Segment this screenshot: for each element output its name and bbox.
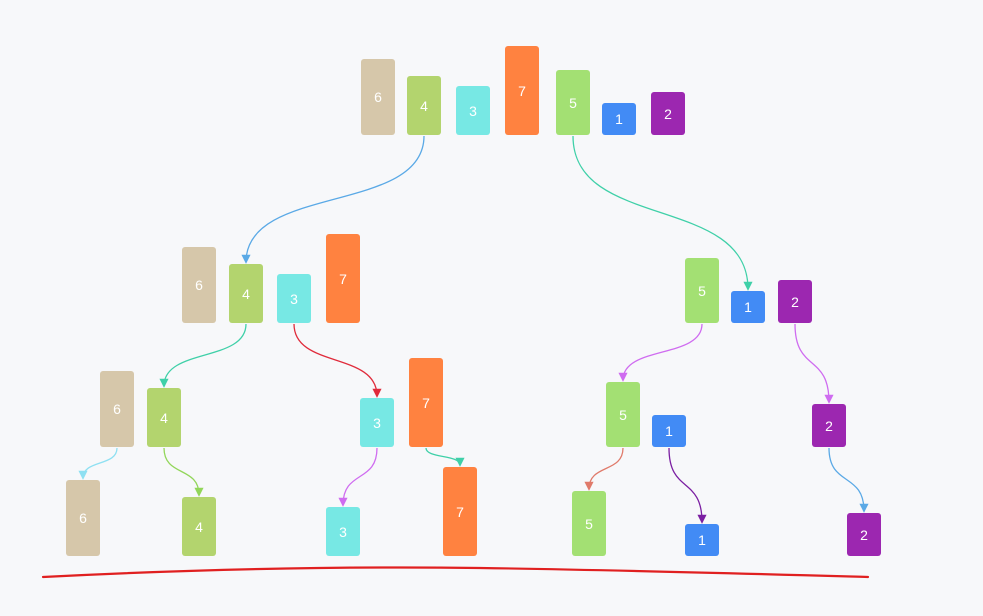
arrow-5-to-5-level-3 <box>584 447 624 491</box>
bar-value-5-level-3: 5 <box>572 491 606 556</box>
bar-value-3-level-3: 3 <box>326 507 360 556</box>
bar-value-6-level-0: 6 <box>361 59 395 135</box>
arrow-1-to-1-level-3 <box>668 447 707 524</box>
arrow-4-to-4-level-3 <box>163 447 204 497</box>
bar-value-7-level-2: 7 <box>409 358 443 447</box>
bar-value-7-level-0: 7 <box>505 46 539 135</box>
arrow-4-to-4-level-2 <box>159 323 247 388</box>
red-underline <box>41 566 870 579</box>
bar-value-2-level-3: 2 <box>847 513 881 556</box>
bar-value-3-level-0: 3 <box>456 86 490 135</box>
bar-value-1-level-3: 1 <box>685 524 719 556</box>
bar-value-7-level-3: 7 <box>443 467 477 556</box>
bar-value-1-level-2: 1 <box>652 415 686 447</box>
bar-value-1-level-1: 1 <box>731 291 765 323</box>
arrow-5-to-1-level-1 <box>572 135 753 291</box>
bar-value-4-level-0: 4 <box>407 76 441 135</box>
bar-value-2-level-1: 2 <box>778 280 812 323</box>
arrow-3-to-3-level-2 <box>293 323 382 398</box>
bar-value-3-level-1: 3 <box>277 274 311 323</box>
bar-value-4-level-1: 4 <box>229 264 263 323</box>
arrow-2-to-2-level-2 <box>794 323 834 404</box>
bar-value-2-level-0: 2 <box>651 92 685 135</box>
arrow-6-to-6-level-3 <box>78 447 118 480</box>
bar-value-4-level-2: 4 <box>147 388 181 447</box>
arrow-3-to-3-level-3 <box>338 447 378 507</box>
bar-value-4-level-3: 4 <box>182 497 216 556</box>
bar-value-1-level-0: 1 <box>602 103 636 135</box>
bar-value-6-level-3: 6 <box>66 480 100 556</box>
arrow-7-to-7-level-3 <box>425 447 465 467</box>
arrow-5-to-5-level-2 <box>618 323 703 382</box>
arrow-2-to-2-level-3 <box>828 447 869 513</box>
bar-value-5-level-2: 5 <box>606 382 640 447</box>
bar-value-7-level-1: 7 <box>326 234 360 323</box>
bar-value-5-level-0: 5 <box>556 70 590 135</box>
bar-value-6-level-2: 6 <box>100 371 134 447</box>
bar-value-5-level-1: 5 <box>685 258 719 323</box>
bar-value-6-level-1: 6 <box>182 247 216 323</box>
bar-value-3-level-2: 3 <box>360 398 394 447</box>
bar-value-2-level-2: 2 <box>812 404 846 447</box>
